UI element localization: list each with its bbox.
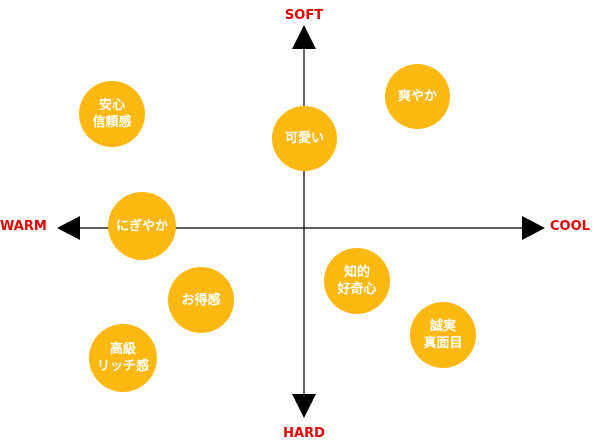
bubble-kawaii: 可愛い	[272, 106, 337, 171]
bubble-label: にぎやか	[115, 218, 168, 234]
arrow-right-icon	[522, 216, 545, 240]
bubble-chiteki: 知的 好奇心	[324, 248, 390, 314]
bubble-label: 誠実 真面目	[423, 319, 463, 351]
arrow-up-icon	[292, 25, 316, 49]
axis-label-hard: HARD	[283, 426, 325, 441]
axis-label-warm: WARM	[0, 219, 47, 234]
bubble-otoku: お得感	[168, 267, 234, 333]
bubble-anshin: 安心 信頼感	[79, 81, 145, 147]
axis-label-cool: COOL	[550, 219, 590, 234]
bubble-label: 知的 好奇心	[337, 265, 377, 297]
bubble-label: 可愛い	[284, 131, 324, 146]
bubble-seijitsu: 誠実 真面目	[410, 302, 476, 368]
bubble-sawayaka: 爽やか	[385, 64, 450, 129]
arrow-left-icon	[57, 216, 80, 240]
bubble-label: 安心 信頼感	[92, 98, 132, 130]
arrow-down-icon	[292, 394, 316, 418]
bubble-nigiyaka: にぎやか	[108, 192, 176, 260]
bubble-label: 高級 リッチ感	[96, 342, 149, 374]
bubble-koukyuu: 高級 リッチ感	[89, 324, 157, 392]
bubble-label: 爽やか	[397, 89, 437, 104]
bubble-label: お得感	[181, 292, 221, 308]
axis-label-soft: SOFT	[284, 8, 324, 23]
